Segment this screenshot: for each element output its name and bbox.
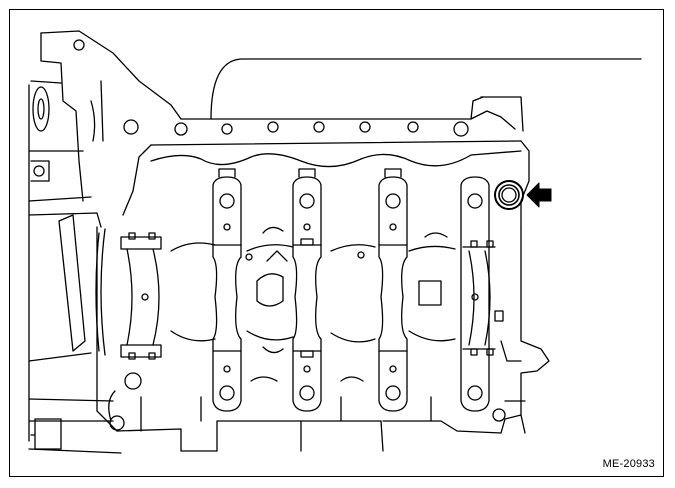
figure-id-label: ME-20933 [602,458,655,470]
left-housing [28,30,182,454]
rear-journal [95,228,162,360]
oil-gallery-plug [494,180,524,210]
bearing-cap-1 [212,168,242,412]
callout-arrow-icon [526,182,552,208]
bearing-cap-3 [378,168,408,412]
cylinder-block-drawing [28,30,642,454]
cylinder-bores [170,226,456,354]
diagram-frame: ME-20933 [9,9,664,477]
block-body [96,226,550,452]
front-journal [460,176,504,412]
lower-details [140,250,432,432]
bearing-cap-2 [292,168,322,412]
block-top-outline [122,58,642,228]
